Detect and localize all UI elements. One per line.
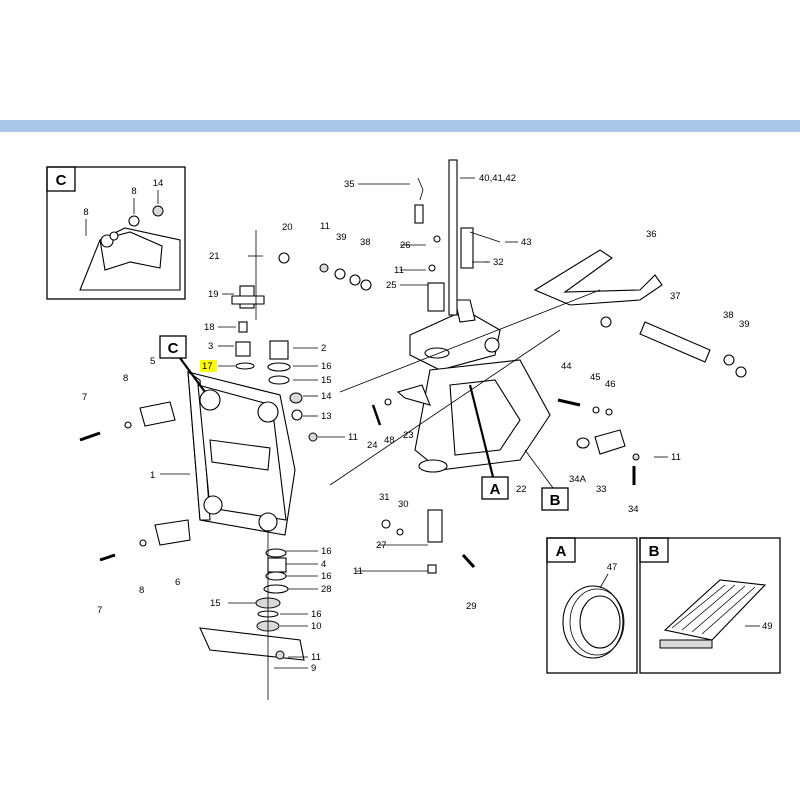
detail-box-c: C 8 8 14 bbox=[46, 166, 186, 300]
leader-lines bbox=[160, 177, 668, 669]
callout-39: 39 bbox=[336, 232, 347, 243]
callout-11: 11 bbox=[348, 432, 358, 443]
callout-7: 7 bbox=[82, 392, 87, 403]
callout-16: 16 bbox=[321, 546, 332, 557]
callout-8: 8 bbox=[83, 207, 88, 218]
callout-14: 14 bbox=[321, 391, 332, 402]
callout-13: 13 bbox=[321, 411, 332, 422]
callout-17: 17 bbox=[202, 361, 213, 372]
marker-a: A bbox=[490, 481, 501, 498]
detail-box-a: A 47 bbox=[546, 537, 638, 674]
callout-44: 44 bbox=[561, 361, 572, 372]
detail-box-b: B 49 bbox=[639, 537, 781, 674]
callout-8: 8 bbox=[139, 585, 144, 596]
callout-11: 11 bbox=[311, 652, 321, 663]
callout-32: 32 bbox=[493, 257, 504, 268]
callout-16: 16 bbox=[311, 609, 322, 620]
callout-37: 37 bbox=[670, 291, 681, 302]
callout-16: 16 bbox=[321, 571, 332, 582]
callout-25: 25 bbox=[386, 280, 397, 291]
callout-34A: 34A bbox=[569, 474, 587, 485]
callout-1: 1 bbox=[150, 470, 155, 481]
callout-8: 8 bbox=[123, 373, 128, 384]
callout-29: 29 bbox=[466, 601, 477, 612]
callout-4: 4 bbox=[321, 559, 326, 570]
callout-21: 21 bbox=[209, 251, 220, 262]
callout-19: 19 bbox=[208, 289, 219, 300]
highlight-17 bbox=[200, 360, 217, 372]
callout-10: 10 bbox=[311, 621, 322, 632]
callout-11: 11 bbox=[320, 221, 330, 232]
callout-43: 43 bbox=[521, 237, 532, 248]
swing-bracket-assembly bbox=[319, 159, 747, 574]
callout-38: 38 bbox=[360, 237, 371, 248]
callout-9: 9 bbox=[311, 663, 316, 674]
callout-26: 26 bbox=[400, 240, 411, 251]
callout-33: 33 bbox=[596, 484, 607, 495]
callout-38: 38 bbox=[723, 310, 734, 321]
callout-36: 36 bbox=[646, 229, 657, 240]
callout-46: 46 bbox=[605, 379, 616, 390]
callout-18: 18 bbox=[204, 322, 215, 333]
callout-45: 45 bbox=[590, 372, 601, 383]
callout-40-41-42: 40,41,42 bbox=[479, 173, 516, 184]
callout-31: 31 bbox=[379, 492, 390, 503]
callout-47: 47 bbox=[607, 562, 618, 573]
callout-15: 15 bbox=[210, 598, 221, 609]
callout-28: 28 bbox=[321, 584, 332, 595]
callout-3: 3 bbox=[208, 341, 213, 352]
callout-numbers: 40,41,42 35 43 36 26 32 11 39 38 11 25 3… bbox=[82, 173, 750, 674]
callout-30: 30 bbox=[398, 499, 409, 510]
header-band bbox=[0, 120, 800, 132]
callout-34: 34 bbox=[628, 504, 639, 515]
callout-22: 22 bbox=[516, 484, 527, 495]
callout-11: 11 bbox=[671, 452, 681, 463]
callout-2: 2 bbox=[321, 343, 326, 354]
callout-11: 11 bbox=[394, 265, 404, 276]
detail-a-title: A bbox=[556, 543, 567, 560]
callout-15: 15 bbox=[321, 375, 332, 386]
detail-c-title: C bbox=[56, 172, 67, 189]
callout-11: 11 bbox=[353, 566, 363, 577]
callout-8: 8 bbox=[131, 186, 136, 197]
detail-b-title: B bbox=[649, 543, 660, 560]
callout-48: 48 bbox=[384, 435, 395, 446]
marker-c: C bbox=[168, 340, 179, 357]
callout-24: 24 bbox=[367, 440, 378, 451]
callout-14: 14 bbox=[153, 178, 164, 189]
callout-27: 27 bbox=[376, 540, 387, 551]
callout-39: 39 bbox=[739, 319, 750, 330]
main-frame-assembly bbox=[79, 230, 318, 700]
callout-6: 6 bbox=[175, 577, 180, 588]
callout-23: 23 bbox=[403, 430, 414, 441]
callout-7: 7 bbox=[97, 605, 102, 616]
callout-35: 35 bbox=[344, 179, 355, 190]
detail-markers: A B C bbox=[159, 335, 569, 511]
callout-49: 49 bbox=[762, 621, 773, 632]
marker-b: B bbox=[550, 492, 561, 509]
callout-5: 5 bbox=[150, 356, 155, 367]
callout-16: 16 bbox=[321, 361, 332, 372]
callout-20: 20 bbox=[282, 222, 293, 233]
